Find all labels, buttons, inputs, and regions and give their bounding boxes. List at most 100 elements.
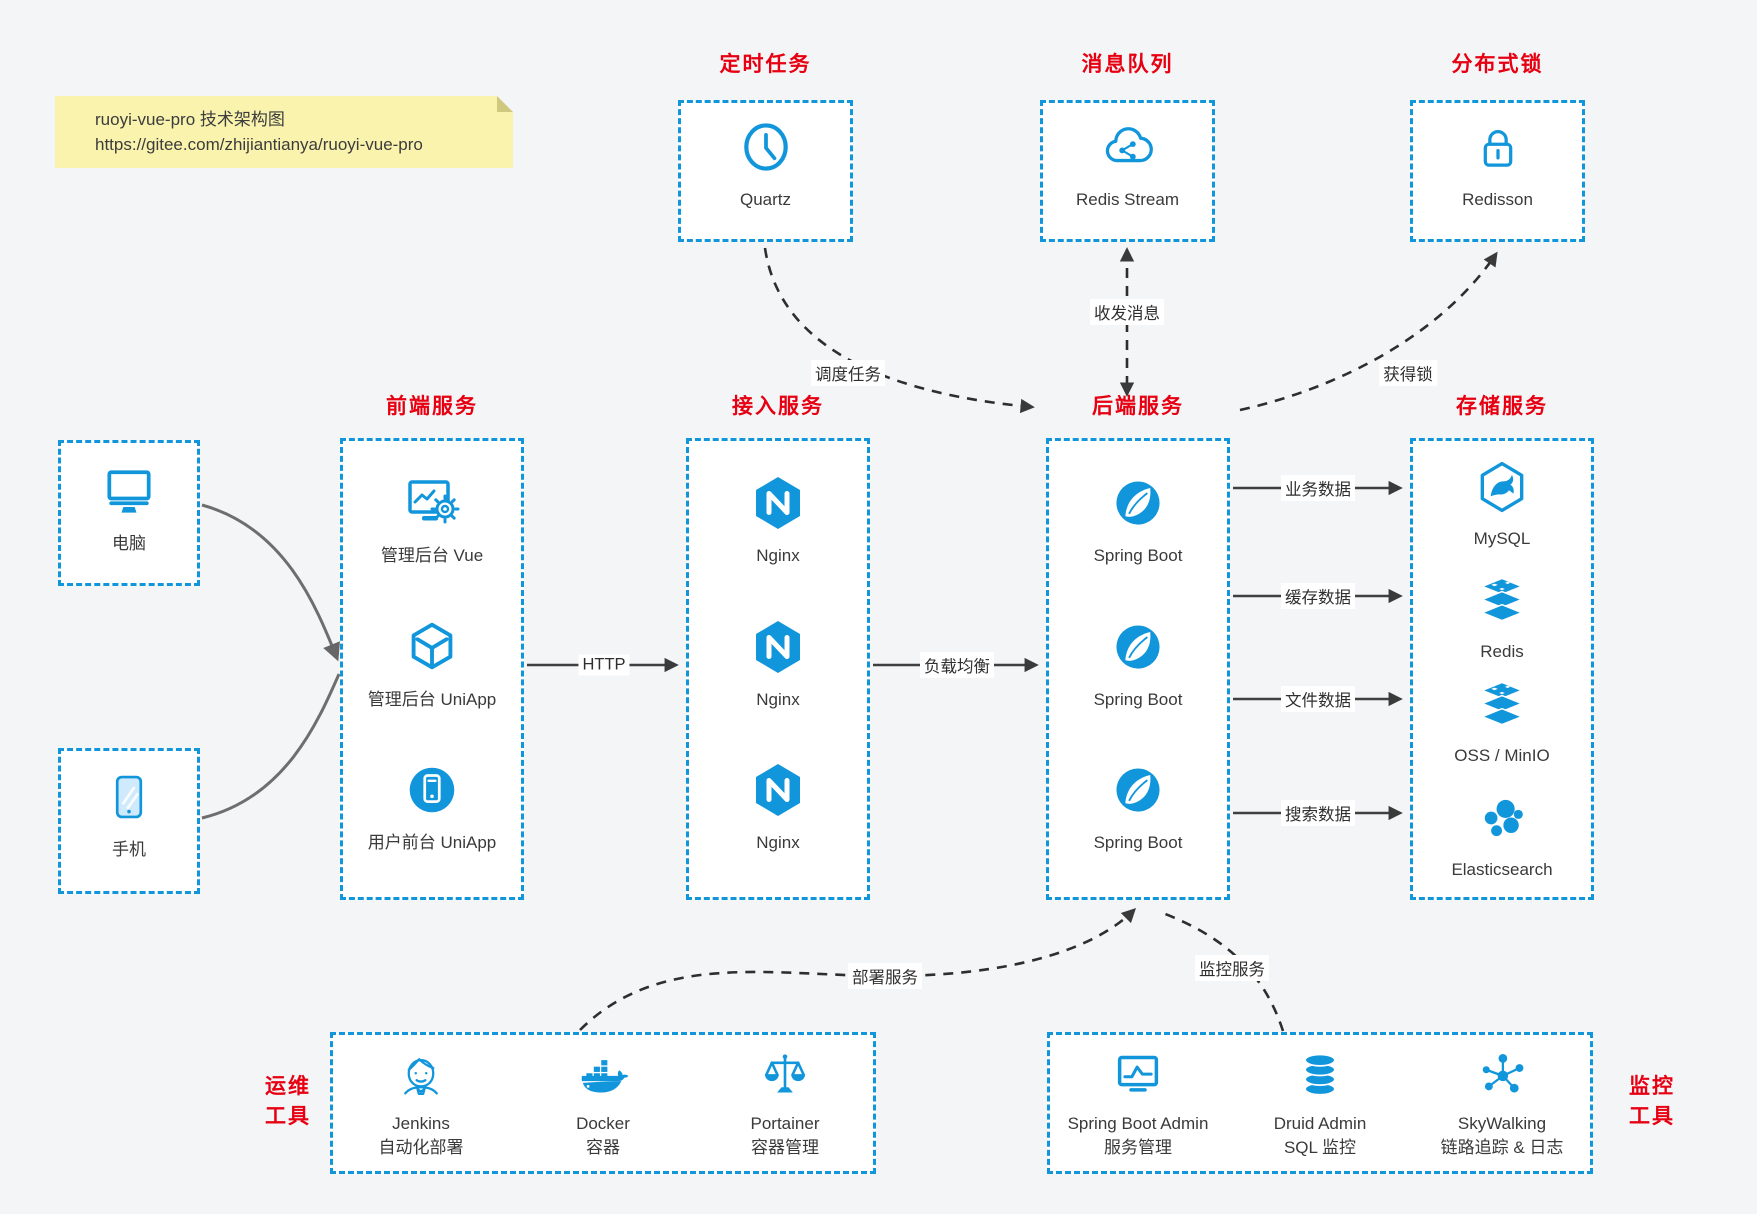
group-title-frontend: 前端服务: [386, 395, 478, 418]
nginx-icon: [746, 757, 810, 823]
mysql-icon: [1472, 455, 1532, 519]
redisson-label: Redisson: [1462, 190, 1533, 209]
ops-tools-title: 运维 工具: [265, 1075, 311, 1128]
monitoring-tools-title: 监控 工具: [1629, 1075, 1675, 1128]
quartz-item: Quartz: [678, 114, 853, 212]
network-graph-icon: [1474, 1046, 1530, 1104]
spring-icon: [1108, 757, 1168, 823]
cache-data-arrow-label: 缓存数据: [1281, 583, 1355, 609]
user-app-icon: [401, 757, 463, 823]
ops-item-portainer: Portainer 容器管理: [694, 1046, 876, 1160]
backend-item-label: Spring Boot: [1093, 690, 1183, 709]
ops-item-name: Docker: [576, 1114, 630, 1133]
frontend-item-label: 管理后台 Vue: [380, 546, 484, 565]
group-box-storage: [1410, 438, 1594, 900]
nginx-icon: [746, 614, 810, 680]
group-title-backend: 后端服务: [1092, 395, 1184, 418]
ops-item-jenkins: Jenkins 自动化部署: [330, 1046, 512, 1160]
mobile-label: 手机: [112, 840, 146, 859]
frontend-item-user-uniapp: 用户前台 UniApp: [340, 757, 524, 855]
storage-stack-icon: [1472, 672, 1532, 736]
ops-item-name: Jenkins: [392, 1114, 450, 1133]
frontend-item-label: 用户前台 UniApp: [367, 833, 497, 852]
monitoring-item-labels: Druid Admin SQL 监控: [1274, 1112, 1367, 1160]
monitoring-item-desc: SQL 监控: [1283, 1138, 1357, 1158]
group-box-distributed-lock: [1410, 100, 1585, 242]
monitoring-item-name: SkyWalking: [1457, 1114, 1547, 1133]
backend-item-springboot-3: Spring Boot: [1046, 757, 1230, 855]
ops-item-desc: 容器管理: [750, 1138, 819, 1158]
pc-label: 电脑: [112, 534, 146, 553]
spring-icon: [1108, 470, 1168, 536]
ops-item-name: Portainer: [750, 1114, 820, 1133]
backend-item-springboot-2: Spring Boot: [1046, 614, 1230, 712]
group-title-scheduled-tasks: 定时任务: [719, 53, 812, 76]
admin-vue-icon: [400, 470, 464, 536]
admin-monitor-icon: [1110, 1046, 1166, 1104]
monitoring-item-desc: 链路追踪 & 日志: [1440, 1138, 1564, 1158]
message-arrow-label: 收发消息: [1090, 299, 1164, 325]
frontend-item-label: 管理后台 UniApp: [367, 690, 497, 709]
redis-stream-item: Redis Stream: [1040, 114, 1215, 212]
group-title-gateway: 接入服务: [732, 395, 824, 418]
schedule-task-arrow: [763, 247, 1035, 414]
gateway-item-label: Nginx: [756, 690, 800, 709]
frontend-item-admin-vue: 管理后台 Vue: [340, 470, 524, 568]
ops-item-desc: 自动化部署: [378, 1138, 464, 1158]
redis-stream-label: Redis Stream: [1076, 190, 1179, 209]
portainer-scales-icon: [757, 1046, 813, 1104]
group-title-distributed-lock: 分布式锁: [1451, 53, 1544, 76]
client-box-pc: [58, 440, 200, 586]
cloud-share-icon: [1097, 114, 1159, 180]
monitoring-item-labels: Spring Boot Admin 服务管理: [1068, 1112, 1209, 1160]
client-box-mobile: [58, 748, 200, 894]
business-data-arrow-label: 业务数据: [1281, 475, 1355, 501]
gateway-item-nginx-2: Nginx: [686, 614, 870, 712]
ops-item-docker: Docker 容器: [512, 1046, 694, 1160]
gateway-item-label: Nginx: [756, 833, 800, 852]
frontend-item-admin-uniapp: 管理后台 UniApp: [340, 614, 524, 712]
group-box-message-queue: [1040, 100, 1215, 242]
group-box-backend: [1046, 438, 1230, 900]
ops-item-labels: Jenkins 自动化部署: [379, 1112, 464, 1160]
title-note: ruoyi-vue-pro 技术架构图 https://gitee.com/zh…: [55, 96, 513, 168]
quartz-label: Quartz: [739, 190, 792, 209]
ops-item-desc: 容器: [585, 1138, 620, 1158]
deploy-service-arrow: [579, 907, 1137, 1031]
smartphone-icon: [100, 764, 158, 830]
backend-item-springboot-1: Spring Boot: [1046, 470, 1230, 568]
ops-item-labels: Portainer 容器管理: [751, 1112, 820, 1160]
uniapp-cube-icon: [401, 614, 463, 680]
mobile-item: 手机: [58, 764, 200, 862]
monitoring-item-name: Spring Boot Admin: [1067, 1114, 1209, 1133]
elasticsearch-icon: [1473, 786, 1531, 850]
schedule-task-arrow-label: 调度任务: [811, 360, 885, 386]
file-data-arrow-label: 文件数据: [1281, 686, 1355, 712]
note-fold-corner: [497, 96, 513, 112]
lock-icon: [1469, 114, 1527, 180]
load-balance-arrow-label: 负载均衡: [920, 652, 994, 678]
backend-item-label: Spring Boot: [1093, 833, 1183, 852]
storage-item-label: OSS / MinIO: [1454, 746, 1550, 765]
monitoring-item-skywalking: SkyWalking 链路追踪 & 日志: [1411, 1046, 1593, 1160]
mobile-to-frontend-connector: [201, 673, 341, 820]
pc-item: 电脑: [58, 458, 200, 556]
storage-item-mysql: MySQL: [1410, 455, 1594, 551]
backend-item-label: Spring Boot: [1093, 546, 1183, 565]
redisson-item: Redisson: [1410, 114, 1585, 212]
monitoring-item-name: Druid Admin: [1273, 1114, 1367, 1133]
database-icon: [1292, 1046, 1348, 1104]
spring-icon: [1108, 614, 1168, 680]
http-arrow-label: HTTP: [578, 654, 630, 676]
desktop-icon: [99, 458, 159, 524]
acquire-lock-arrow: [1239, 251, 1498, 412]
group-title-message-queue: 消息队列: [1081, 53, 1174, 76]
docker-icon: [575, 1046, 631, 1104]
jenkins-icon: [393, 1046, 449, 1104]
storage-item-label: Elasticsearch: [1451, 860, 1553, 879]
storage-item-label: MySQL: [1473, 529, 1531, 548]
storage-item-oss-minio: OSS / MinIO: [1410, 672, 1594, 768]
monitoring-item-desc: 服务管理: [1104, 1138, 1172, 1158]
gateway-item-nginx-3: Nginx: [686, 757, 870, 855]
